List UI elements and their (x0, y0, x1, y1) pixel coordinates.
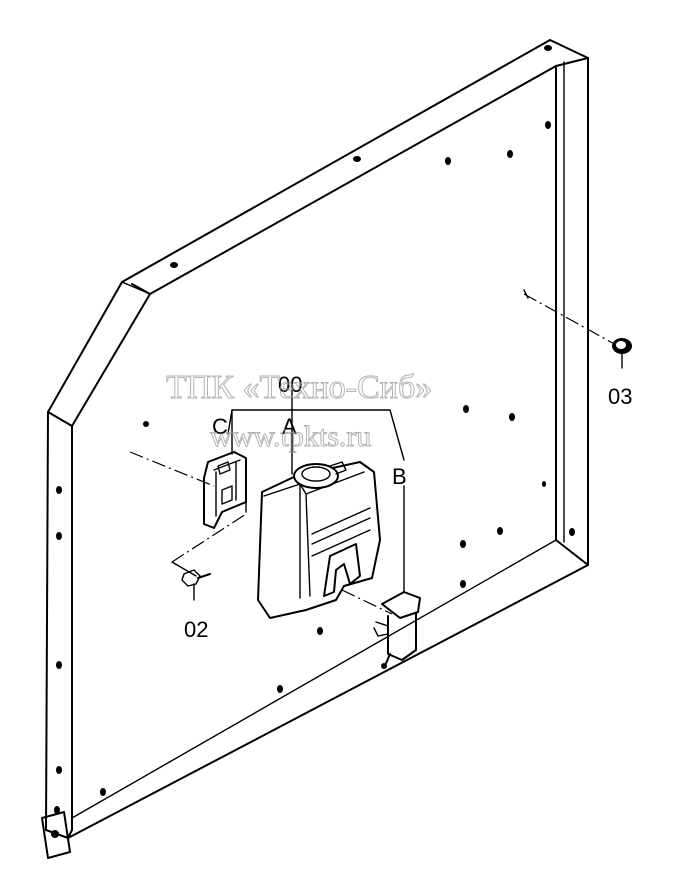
panel-diagonal-flange (47, 293, 151, 427)
callout-02: 02 (184, 617, 208, 642)
panel-top-flange (131, 57, 589, 295)
bolt-leader-dash (171, 513, 247, 563)
stud (523, 289, 529, 299)
tank-body (257, 461, 381, 619)
callout-brackets (227, 389, 405, 593)
callout-a: A (282, 414, 297, 439)
panel-left-flange (67, 425, 73, 839)
bracket-c (129, 451, 247, 529)
panel-right-flange (555, 65, 589, 566)
tank-label-recess (311, 507, 371, 557)
panel-bottom-tab (41, 811, 71, 859)
panel-bottom-edge (71, 539, 557, 819)
bracket-00 (227, 409, 405, 461)
callout-03: 03 (608, 384, 632, 409)
bolt-assembly (171, 513, 247, 601)
bracket-leader-dash (129, 451, 215, 487)
side-panel (41, 39, 589, 859)
washer-pump (341, 589, 421, 669)
tank-cap (293, 461, 347, 489)
panel-holes (54, 45, 575, 814)
pump-leader-dash (341, 589, 393, 615)
nut-assembly (523, 289, 632, 369)
bracket-body (203, 451, 247, 529)
washer-tank (257, 461, 381, 619)
pump-top (381, 591, 421, 619)
callout-00: 00 (278, 372, 302, 397)
nut-leader-dash (523, 293, 619, 347)
watermark-company: ТПК «Техно-Сиб» (166, 369, 432, 406)
panel-outer-outline (45, 39, 589, 839)
bolt-02 (181, 569, 211, 601)
tab-hole (51, 830, 59, 838)
watermark-url: www.tpkts.ru (210, 420, 371, 453)
bolt-indicator (171, 561, 197, 577)
callout-c: C (212, 414, 228, 439)
pump-body (387, 613, 417, 661)
panel-top-flange-edge (121, 281, 151, 295)
tank-notch (323, 543, 361, 597)
callout-b: B (392, 464, 407, 489)
nut-03 (612, 338, 632, 369)
